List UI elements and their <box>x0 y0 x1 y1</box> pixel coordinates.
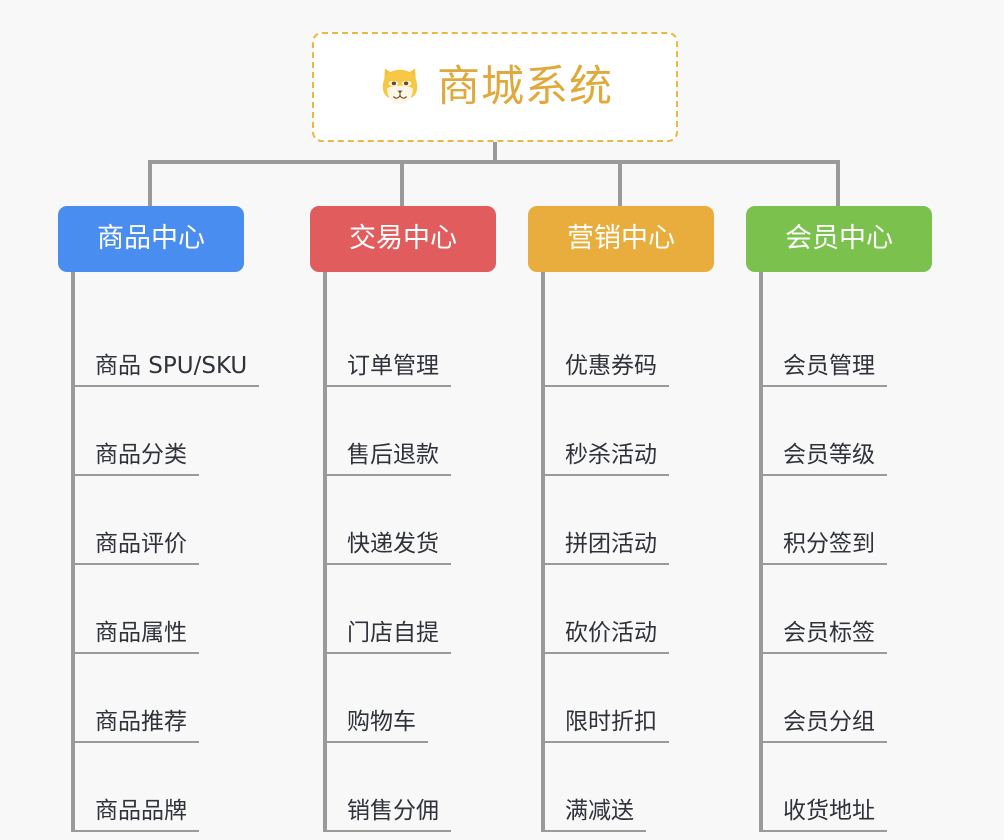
category-pill-1[interactable]: 商品中心 <box>58 206 244 272</box>
leaf-item[interactable]: 商品品牌 <box>75 743 301 832</box>
leaf-item[interactable]: 快递发货 <box>327 476 553 565</box>
leaf-item[interactable]: 会员分组 <box>763 654 989 743</box>
root-node[interactable]: 商城系统 <box>312 32 678 142</box>
leaf-list-4: 会员管理 会员等级 积分签到 会员标签 会员分组 收货地址 <box>759 272 989 832</box>
leaf-item[interactable]: 会员管理 <box>763 298 989 387</box>
branch-column-4: 会员中心 会员管理 会员等级 积分签到 会员标签 会员分组 收货地址 <box>746 206 989 832</box>
leaf-label: 会员标签 <box>763 620 887 654</box>
leaf-label: 门店自提 <box>327 620 451 654</box>
leaf-list-1: 商品 SPU/SKU 商品分类 商品评价 商品属性 商品推荐 商品品牌 <box>71 272 301 832</box>
leaf-item[interactable]: 限时折扣 <box>545 654 771 743</box>
connector-drop-2 <box>400 160 404 206</box>
leaf-label: 会员等级 <box>763 442 887 476</box>
branch-column-3: 营销中心 优惠券码 秒杀活动 拼团活动 砍价活动 限时折扣 满减送 <box>528 206 771 832</box>
leaf-label: 商品 SPU/SKU <box>75 353 260 387</box>
leaf-label: 拼团活动 <box>545 531 669 565</box>
leaf-label: 商品品牌 <box>75 798 199 832</box>
shiba-dog-face-icon <box>382 68 418 105</box>
leaf-item[interactable]: 销售分佣 <box>327 743 553 832</box>
leaf-item[interactable]: 订单管理 <box>327 298 553 387</box>
connector-root-stem <box>493 142 497 164</box>
category-pill-3[interactable]: 营销中心 <box>528 206 714 272</box>
leaf-label: 销售分佣 <box>327 798 451 832</box>
connector-drop-1 <box>148 160 152 206</box>
connector-bus <box>148 160 840 164</box>
leaf-item[interactable]: 砍价活动 <box>545 565 771 654</box>
leaf-item[interactable]: 拼团活动 <box>545 476 771 565</box>
leaf-item[interactable]: 会员标签 <box>763 565 989 654</box>
leaf-list-2: 订单管理 售后退款 快递发货 门店自提 购物车 销售分佣 <box>323 272 553 832</box>
leaf-label: 商品分类 <box>75 442 199 476</box>
branch-column-2: 交易中心 订单管理 售后退款 快递发货 门店自提 购物车 销售分佣 <box>310 206 553 832</box>
leaf-list-3: 优惠券码 秒杀活动 拼团活动 砍价活动 限时折扣 满减送 <box>541 272 771 832</box>
branch-column-1: 商品中心 商品 SPU/SKU 商品分类 商品评价 商品属性 商品推荐 商品品牌 <box>58 206 301 832</box>
leaf-label: 订单管理 <box>327 353 451 387</box>
leaf-label: 购物车 <box>327 709 428 743</box>
leaf-item[interactable]: 会员等级 <box>763 387 989 476</box>
leaf-label: 商品推荐 <box>75 709 199 743</box>
connector-drop-4 <box>836 160 840 206</box>
leaf-label: 快递发货 <box>327 531 451 565</box>
leaf-item[interactable]: 购物车 <box>327 654 553 743</box>
leaf-label: 满减送 <box>545 798 646 832</box>
leaf-label: 会员分组 <box>763 709 887 743</box>
leaf-label: 砍价活动 <box>545 620 669 654</box>
leaf-item[interactable]: 积分签到 <box>763 476 989 565</box>
root-title: 商城系统 <box>437 61 613 112</box>
leaf-item[interactable]: 收货地址 <box>763 743 989 832</box>
leaf-item[interactable]: 优惠券码 <box>545 298 771 387</box>
leaf-label: 商品评价 <box>75 531 199 565</box>
leaf-label: 商品属性 <box>75 620 199 654</box>
leaf-item[interactable]: 售后退款 <box>327 387 553 476</box>
leaf-item[interactable]: 秒杀活动 <box>545 387 771 476</box>
leaf-item[interactable]: 商品分类 <box>75 387 301 476</box>
leaf-item[interactable]: 门店自提 <box>327 565 553 654</box>
leaf-item[interactable]: 商品属性 <box>75 565 301 654</box>
connector-drop-3 <box>618 160 622 206</box>
leaf-item[interactable]: 商品推荐 <box>75 654 301 743</box>
leaf-item[interactable]: 商品 SPU/SKU <box>75 298 301 387</box>
leaf-label: 优惠券码 <box>545 353 669 387</box>
leaf-item[interactable]: 商品评价 <box>75 476 301 565</box>
leaf-label: 售后退款 <box>327 442 451 476</box>
leaf-label: 秒杀活动 <box>545 442 669 476</box>
leaf-item[interactable]: 满减送 <box>545 743 771 832</box>
leaf-label: 积分签到 <box>763 531 887 565</box>
category-pill-2[interactable]: 交易中心 <box>310 206 496 272</box>
leaf-label: 收货地址 <box>763 798 887 832</box>
category-pill-4[interactable]: 会员中心 <box>746 206 932 272</box>
leaf-label: 会员管理 <box>763 353 887 387</box>
leaf-label: 限时折扣 <box>545 709 669 743</box>
